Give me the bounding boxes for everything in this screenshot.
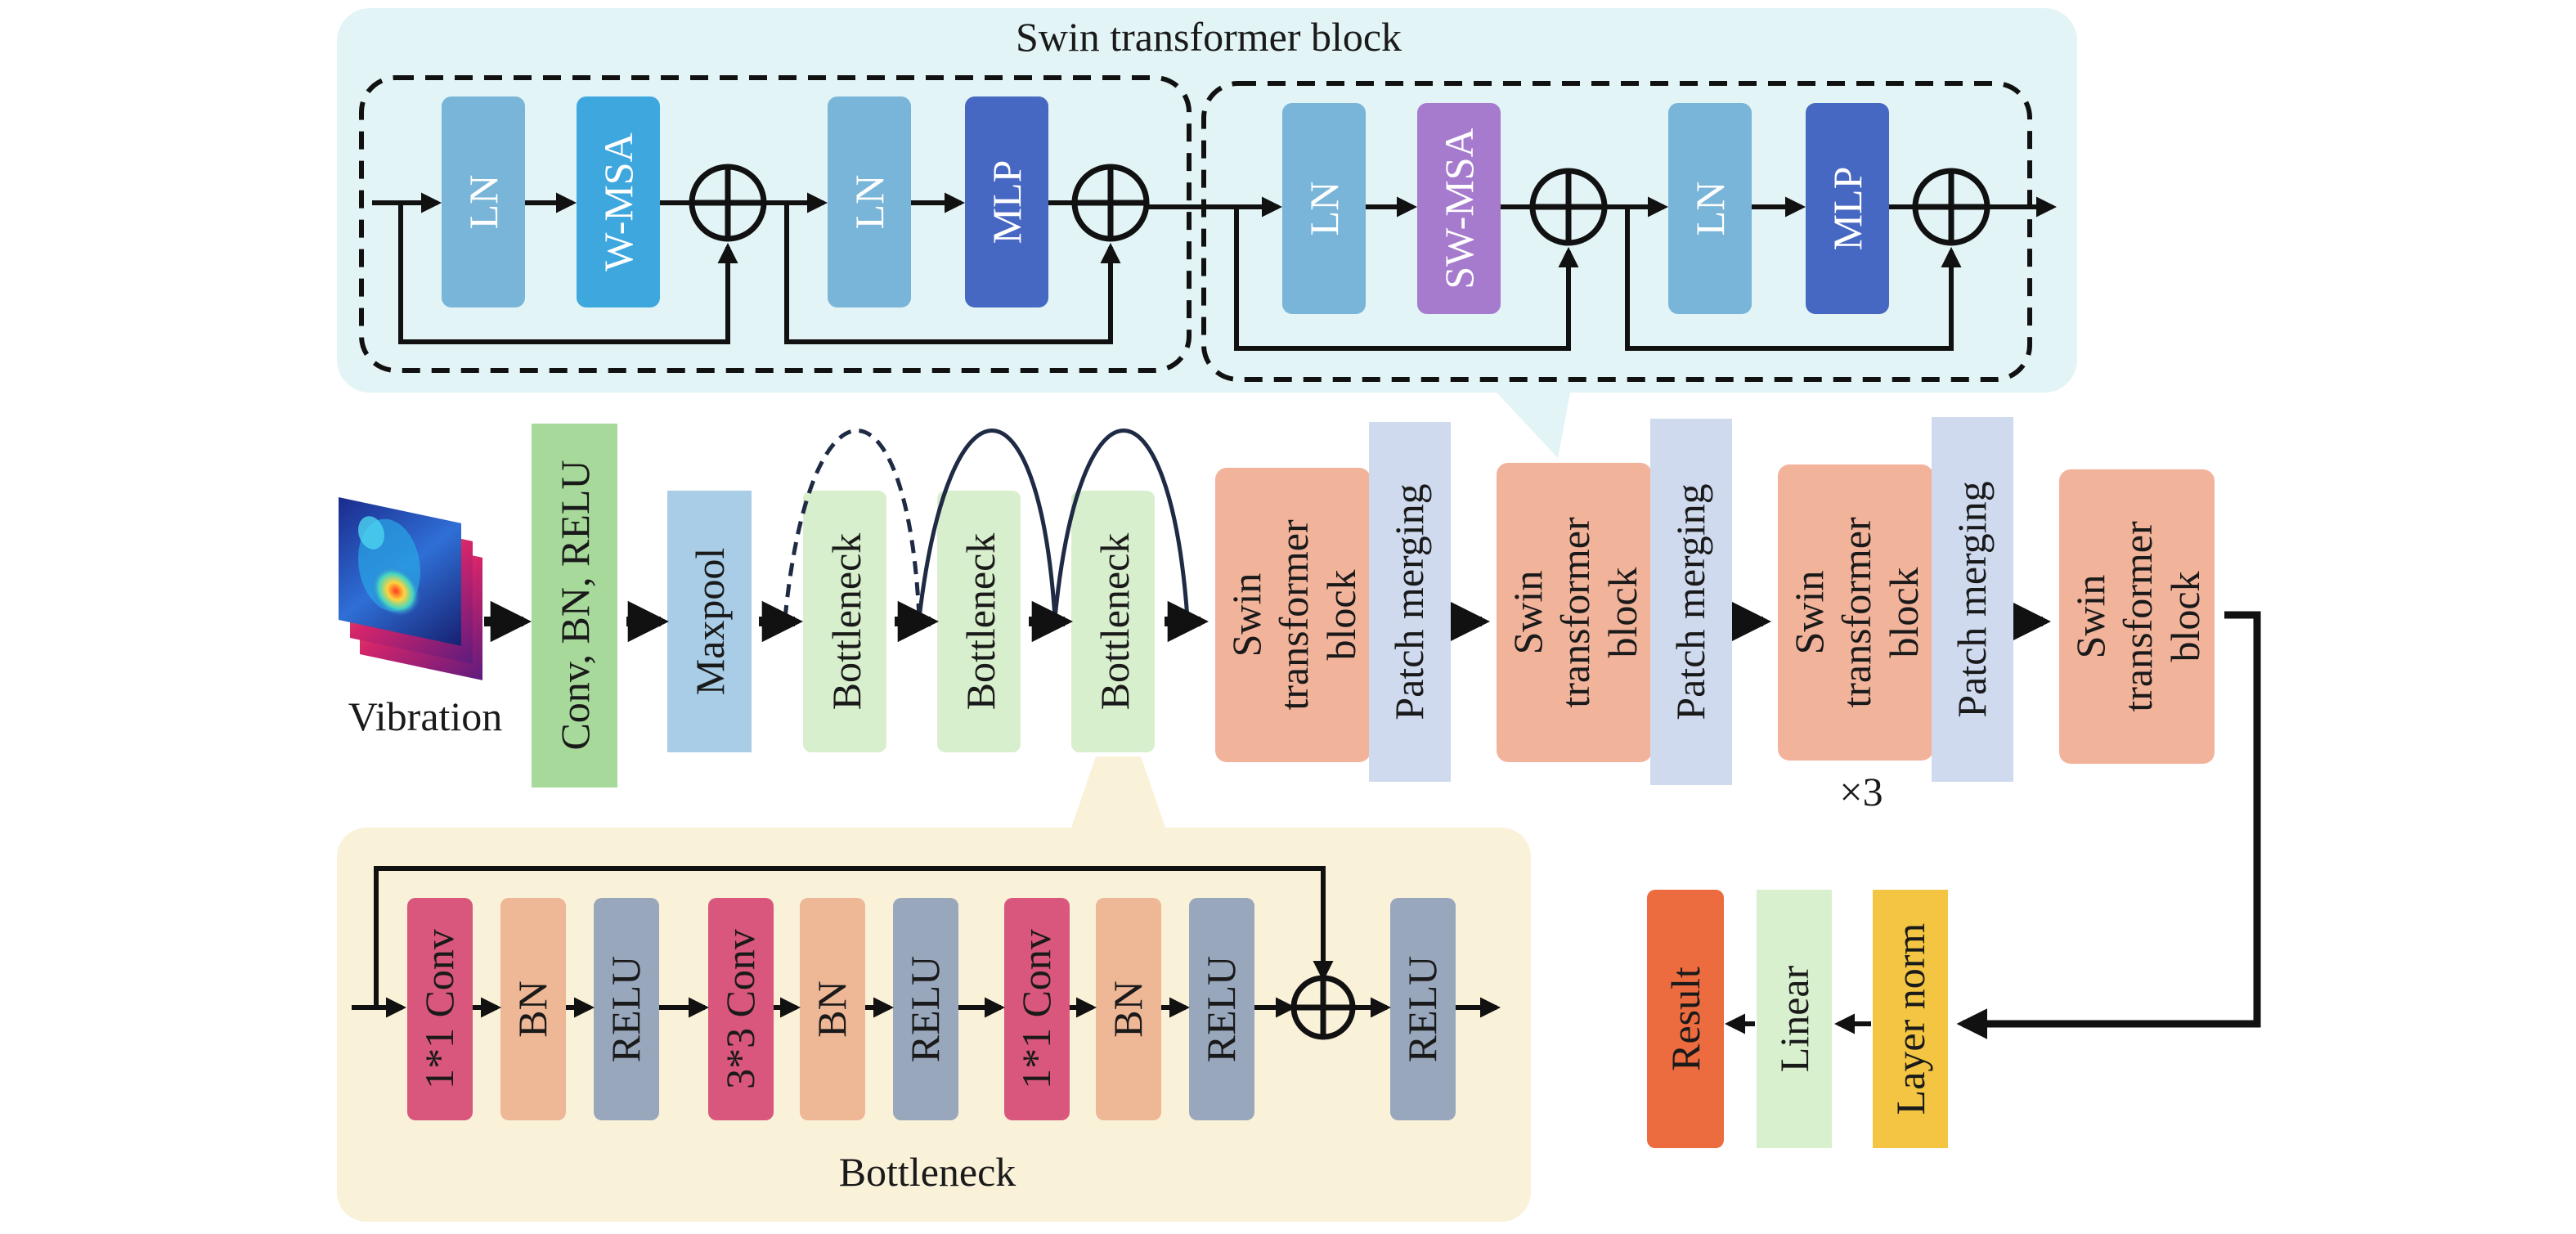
swin-transformer-block-box <box>2059 469 2215 764</box>
bottleneck-label: Bottleneck <box>958 533 1003 711</box>
vibration-input-image <box>339 497 482 680</box>
add-icon <box>1912 168 1990 246</box>
bn-label: BN <box>1105 980 1151 1037</box>
swin-transformer-block-label: Swintransformerblock <box>1505 517 1645 708</box>
bn-label: BN <box>509 980 555 1037</box>
bottleneck-detail-row: 1*1 Conv BN RELU 3*3 Conv BN RELU 1*1 Conv BN RE… <box>407 898 1501 1120</box>
linear-label: Linear <box>1771 965 1817 1072</box>
patch-merging-box <box>1932 417 2013 782</box>
swin-panel-callout <box>1497 393 1570 458</box>
mlp-label: MLP <box>1824 167 1870 251</box>
sw-msa-dashed-group <box>1201 81 2032 382</box>
conv-1x1-box <box>1004 898 1070 1120</box>
bottleneck-panel-title: Bottleneck <box>839 1149 1016 1195</box>
swin-panel-title: Swin transformer block <box>1016 14 1402 60</box>
swin-left-connectors <box>372 192 1121 344</box>
mlp-box <box>1806 103 1889 314</box>
swin-right-connectors <box>1147 196 2058 351</box>
bottleneck-skip-connector <box>352 866 1334 1018</box>
maxpool-label: Maxpool <box>687 548 733 696</box>
swin-transformer-block-label: Swintransformerblock <box>2067 521 2208 712</box>
swin-transformer-panel: Swin transformer block LN W-MSA LN MLP L… <box>337 8 2077 458</box>
patch-merging-box <box>1650 419 1732 785</box>
ln-box <box>442 96 525 307</box>
bn-box <box>500 898 566 1120</box>
relu-box <box>1189 898 1254 1120</box>
ln-label: LN <box>460 175 506 230</box>
add-icon <box>689 164 767 242</box>
conv-3x3-box <box>708 898 774 1120</box>
relu-label: RELU <box>1198 956 1244 1063</box>
swin-transformer-block-label: Swintransformerblock <box>1786 517 1927 708</box>
ln-box <box>1282 103 1366 314</box>
sw-msa-label: SW-MSA <box>1436 128 1482 289</box>
w-msa-label: W-MSA <box>595 132 641 271</box>
conv-1x1-box <box>407 898 473 1120</box>
patch-merging-box <box>1369 422 1451 782</box>
layer-norm-label: Layer norm <box>1887 923 1933 1115</box>
add-icon <box>1071 164 1150 242</box>
relu-label: RELU <box>1399 956 1445 1063</box>
conv-1x1-label: 1*1 Conv <box>1013 929 1059 1089</box>
patch-merging-label: Patch merging <box>1386 483 1432 720</box>
vibration-label: Vibration <box>348 693 503 739</box>
bottleneck-panel-callout <box>1071 756 1165 828</box>
conv-bn-relu-box <box>532 424 617 788</box>
conv-1x1-label: 1*1 Conv <box>416 929 462 1089</box>
relu-box <box>1390 898 1456 1120</box>
swin-transformer-block-label: Swintransformerblock <box>1223 519 1364 711</box>
patch-merging-label: Patch merging <box>1667 483 1713 720</box>
swin-panel-background <box>337 8 2077 393</box>
swin-transformer-block-box <box>1497 463 1652 762</box>
swin-transformer-block-box <box>1778 464 1933 761</box>
result-label: Result <box>1663 967 1708 1071</box>
swin-stage-row: Swintransformerblock Swintransformerblock… <box>1215 417 2215 785</box>
bn-label: BN <box>809 980 855 1037</box>
ln-label: LN <box>1687 182 1733 236</box>
maxpool-box <box>667 491 752 752</box>
ln-box <box>828 96 911 307</box>
mlp-label: MLP <box>984 160 1030 245</box>
bottleneck-box <box>803 491 886 752</box>
bn-box <box>800 898 865 1120</box>
patch-merging-label: Patch merging <box>1949 481 1995 717</box>
layer-norm-box <box>1873 890 1948 1148</box>
bottleneck-box <box>1071 491 1155 752</box>
relu-box <box>594 898 659 1120</box>
sw-msa-box <box>1417 103 1501 314</box>
linear-box <box>1757 890 1832 1148</box>
output-connector <box>1956 611 2261 1039</box>
relu-label: RELU <box>603 956 648 1063</box>
relu-label: RELU <box>902 956 948 1063</box>
classification-head: Layer norm Linear Result <box>1647 890 1948 1148</box>
conv-bn-relu-label: Conv, BN, RELU <box>552 460 598 750</box>
bottleneck-box <box>937 491 1021 752</box>
bn-box <box>1096 898 1161 1120</box>
repeat-label: ×3 <box>1839 769 1883 814</box>
skip-arcs <box>783 429 1190 619</box>
swin-transformer-block-box <box>1215 468 1371 762</box>
w-msa-box <box>577 96 660 307</box>
relu-box <box>893 898 958 1120</box>
ln-label: LN <box>1301 182 1347 236</box>
bottleneck-label: Bottleneck <box>824 533 869 711</box>
ln-box <box>1668 103 1752 314</box>
add-icon <box>1290 975 1356 1040</box>
result-box <box>1647 890 1724 1148</box>
mlp-box <box>965 96 1048 307</box>
add-icon <box>1529 168 1608 246</box>
conv-3x3-label: 3*3 Conv <box>717 929 763 1089</box>
bottleneck-label: Bottleneck <box>1092 533 1138 711</box>
ln-label: LN <box>846 175 892 230</box>
bottleneck-row: Bottleneck Bottleneck Bottleneck <box>803 491 1155 752</box>
w-msa-dashed-group <box>359 75 1192 373</box>
